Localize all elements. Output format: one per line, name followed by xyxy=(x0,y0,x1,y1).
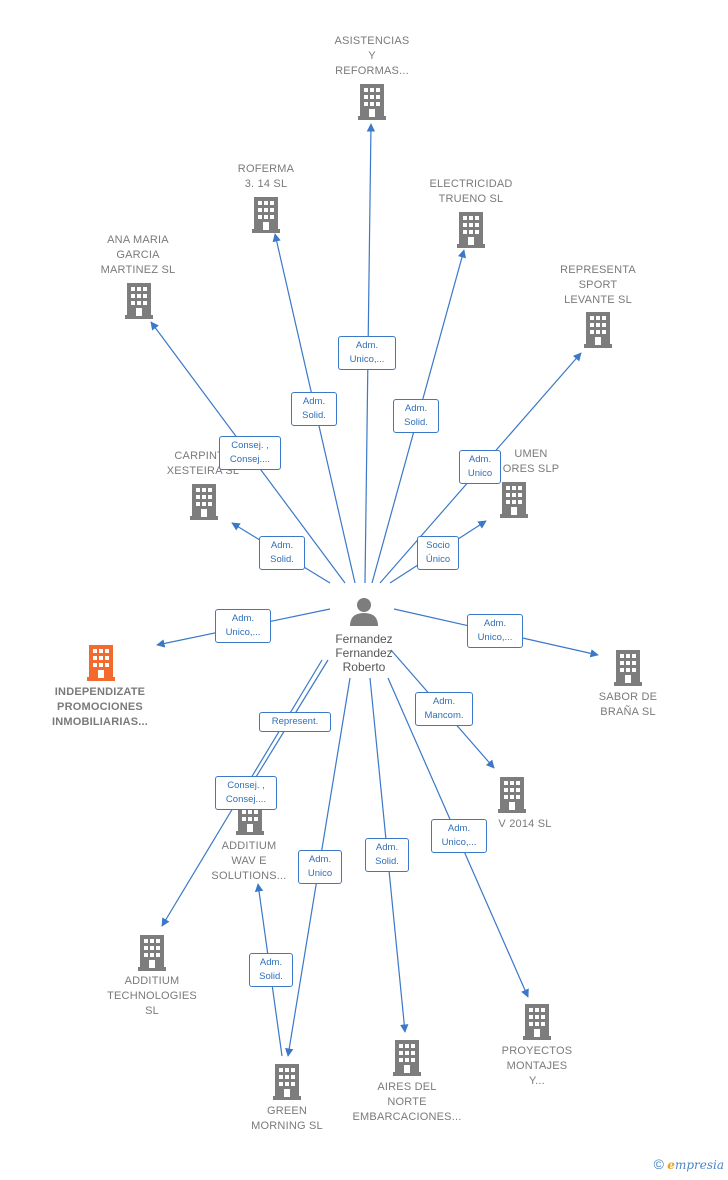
building-icon-sabor[interactable] xyxy=(614,650,642,686)
building-icon-ana-maria[interactable] xyxy=(125,283,153,319)
edge-label-green-2[interactable]: Adm. Solid. xyxy=(249,953,293,987)
building-icon-carpinteria[interactable] xyxy=(190,484,218,520)
company-label-independizate[interactable]: INDEPENDIZATE PROMOCIONES INMOBILIARIAS.… xyxy=(51,686,149,728)
building-icon-green[interactable] xyxy=(273,1064,301,1100)
edge-label-roferma[interactable]: Adm. Solid. xyxy=(291,392,337,426)
edge-label-v2014[interactable]: Adm. Mancom. xyxy=(415,692,473,726)
building-icon-volumen[interactable] xyxy=(500,482,528,518)
company-label-green[interactable]: GREEN MORNING SL xyxy=(251,1105,323,1132)
building-icon-representa[interactable] xyxy=(584,312,612,348)
edge-label-carpinteria[interactable]: Adm. Solid. xyxy=(259,536,305,570)
company-label-proyectos[interactable]: PROYECTOS MONTAJES Y... xyxy=(501,1045,573,1087)
building-icon-proyectos[interactable] xyxy=(523,1004,551,1040)
copyright-icon: © xyxy=(653,1156,664,1172)
company-label-additium-wav[interactable]: ADDITIUM WAV E SOLUTIONS... xyxy=(211,840,287,882)
building-icon-asistencias[interactable] xyxy=(358,84,386,120)
company-label-ana-maria[interactable]: ANA MARIA GARCIA MARTINEZ SL xyxy=(100,234,176,276)
company-label-roferma[interactable]: ROFERMA 3. 14 SL xyxy=(237,163,295,190)
edge-label-proyectos[interactable]: Adm. Unico,... xyxy=(431,819,487,853)
building-icon-independizate[interactable] xyxy=(87,645,115,681)
edge-label-volumen[interactable]: Socio Único xyxy=(417,536,459,570)
brand-logo-icon: e xyxy=(667,1158,675,1172)
company-label-representa[interactable]: REPRESENTA SPORT LEVANTE SL xyxy=(560,264,636,306)
building-icon-roferma[interactable] xyxy=(252,197,280,233)
edge-label-asistencias[interactable]: Adm. Unico,... xyxy=(338,336,396,370)
edge-label-additium-tech[interactable]: Consej. , Consej.... xyxy=(215,776,277,810)
building-icon-v2014[interactable] xyxy=(498,777,526,813)
edge-label-independizate[interactable]: Adm. Unico,... xyxy=(215,609,271,643)
brand-name: mpresia xyxy=(674,1158,724,1172)
company-label-v2014[interactable]: V 2014 SL xyxy=(498,818,552,830)
edge-label-electricidad[interactable]: Adm. Solid. xyxy=(393,399,439,433)
edge-label-aires[interactable]: Adm. Solid. xyxy=(365,838,409,872)
person-icon[interactable] xyxy=(350,598,378,626)
company-label-asistencias[interactable]: ASISTENCIAS Y REFORMAS... xyxy=(334,35,410,77)
company-label-electricidad[interactable]: ELECTRICIDAD TRUENO SL xyxy=(429,178,513,205)
company-label-aires[interactable]: AIRES DEL NORTE EMBARCACIONES... xyxy=(352,1081,462,1123)
edge-label-representa[interactable]: Adm. Unico xyxy=(459,450,501,484)
building-icon-aires[interactable] xyxy=(393,1040,421,1076)
edge-label-ana-maria[interactable]: Consej. , Consej.... xyxy=(219,436,281,470)
company-label-sabor[interactable]: SABOR DE BRAÑA SL xyxy=(598,691,658,718)
edges-layer xyxy=(150,123,599,1057)
edge-label-additium-wav[interactable]: Represent. xyxy=(259,712,331,732)
edge-label-green[interactable]: Adm. Unico xyxy=(298,850,342,884)
building-icon-electricidad[interactable] xyxy=(457,212,485,248)
building-icon-additium-tech[interactable] xyxy=(138,935,166,971)
company-label-volumen[interactable]: UMEN ORES SLP xyxy=(502,448,560,475)
company-label-additium-tech[interactable]: ADDITIUM TECHNOLOGIES SL xyxy=(107,975,197,1017)
edge-label-sabor[interactable]: Adm. Unico,... xyxy=(467,614,523,648)
center-person-name[interactable]: Fernandez Fernandez Roberto xyxy=(335,632,393,674)
footer-brand: © empresia xyxy=(654,1156,724,1172)
